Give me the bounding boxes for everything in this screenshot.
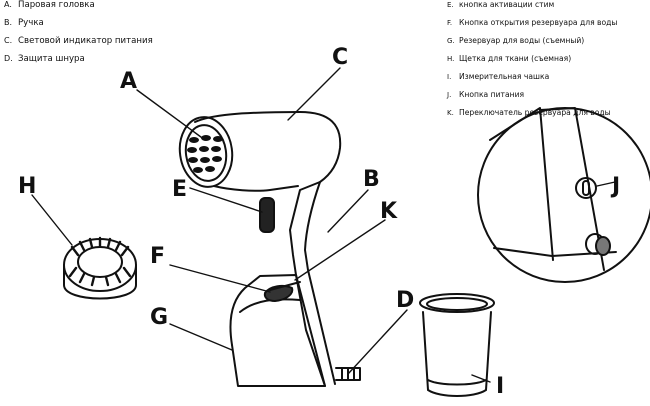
legend-item-c: C.Световой индикатор питания — [4, 36, 153, 46]
leader-c — [287, 67, 341, 121]
power-button — [575, 177, 597, 199]
legend-item-a: A.Паровая головка — [4, 0, 95, 10]
callout-a: A — [120, 69, 137, 94]
leader-i — [471, 374, 491, 383]
measuring-cup — [419, 293, 495, 313]
steam-head — [178, 116, 234, 188]
steam-holes — [187, 135, 223, 173]
leader-k — [294, 219, 386, 281]
legend-item-g: G.Резервуар для воды (съемный) — [447, 36, 585, 45]
callout-d: D — [396, 288, 414, 313]
callout-g: G — [150, 305, 168, 330]
callout-b: B — [363, 167, 380, 192]
callout-k: K — [380, 199, 398, 224]
leader-f — [169, 264, 271, 293]
leader-j — [596, 181, 616, 187]
callout-h: H — [18, 174, 36, 199]
legend-item-b: B.Ручка — [4, 18, 44, 28]
legend-item-d: D.Защита шнура — [4, 54, 85, 64]
callout-i: I — [496, 374, 504, 399]
leader-e — [189, 187, 263, 213]
legend-item-e: E.кнопка активации стим — [447, 0, 555, 9]
leader-b — [327, 189, 369, 233]
legend-item-h: H.Щетка для ткани (съемная) — [447, 54, 572, 63]
water-tank — [229, 274, 326, 387]
steam-button — [259, 197, 275, 233]
legend-item-f: F.Кнопка открытия резервуара для воды — [447, 18, 618, 27]
leader-g — [169, 323, 233, 351]
callout-e: E — [172, 177, 187, 202]
callout-f: F — [150, 244, 165, 269]
steam-head-inner — [184, 124, 228, 182]
legend-left: A.Паровая головка B.Ручка C.Световой инд… — [4, 0, 153, 68]
legend-item-j: J.Кнопка питания — [447, 90, 525, 99]
steamer-body — [194, 111, 342, 387]
handle-right-edge — [304, 181, 336, 385]
leader-d — [347, 309, 408, 375]
callout-c: C — [332, 45, 348, 70]
leader-a — [136, 89, 206, 141]
legend-item-i: I.Измерительная чашка — [447, 72, 550, 81]
callout-j: J — [610, 174, 620, 199]
leader-h — [31, 194, 73, 246]
